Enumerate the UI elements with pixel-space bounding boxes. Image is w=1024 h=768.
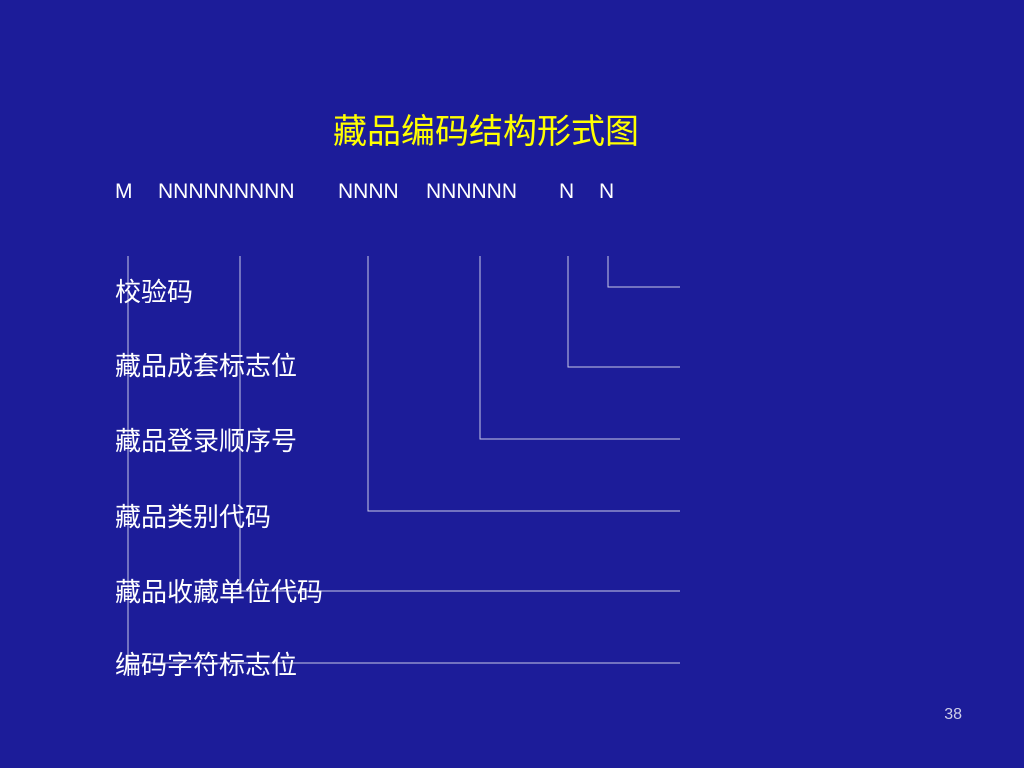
connector-category-code	[367, 256, 680, 512]
code-segment-unit: NNNNNNNNN	[158, 180, 295, 203]
code-segment-set-flag: N	[559, 180, 575, 203]
label-category-code: 藏品类别代码	[115, 503, 272, 533]
diagram-title: 藏品编码结构形式图	[333, 112, 639, 152]
label-check-digit: 校验码	[115, 278, 194, 308]
connector-registration-sequence	[479, 256, 680, 440]
label-unit-code: 藏品收藏单位代码	[115, 578, 324, 608]
code-pattern: M NNNNNNNNN NNNN NNNNNN N N	[115, 180, 655, 208]
connector-character-flag	[127, 256, 680, 664]
code-segment-check: N	[599, 180, 615, 203]
page-number: 38	[944, 706, 962, 723]
code-segment-sequence: NNNNNN	[426, 180, 517, 203]
code-segment-category: NNNN	[338, 180, 399, 203]
connector-set-flag	[567, 256, 680, 368]
label-character-flag: 编码字符标志位	[115, 651, 298, 681]
code-segment-prefix: M	[115, 180, 133, 203]
connector-check-digit	[607, 256, 680, 288]
label-set-flag: 藏品成套标志位	[115, 352, 298, 382]
connector-unit-code	[239, 256, 680, 592]
label-registration-sequence: 藏品登录顺序号	[115, 427, 298, 457]
